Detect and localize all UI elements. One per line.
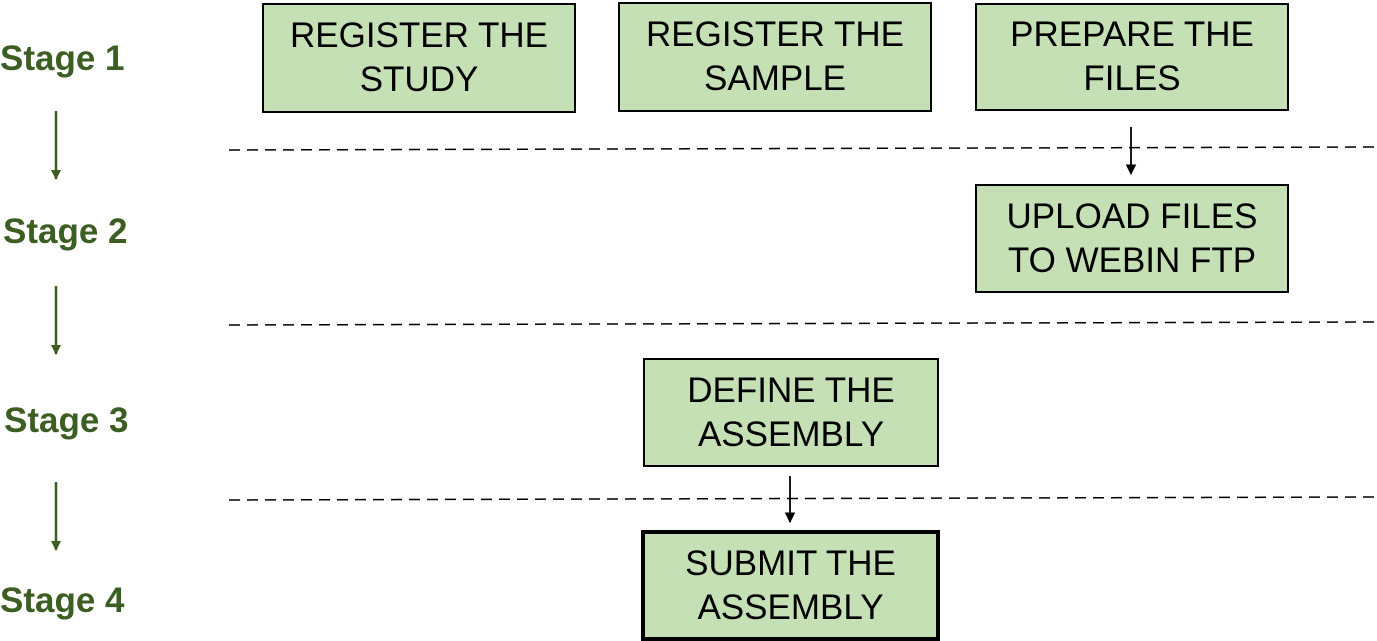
stage-label-1: Stage 1 [0,39,125,78]
step-prepare-files: PREPARE THE FILES [975,3,1289,111]
step-define-assembly-line-2: ASSEMBLY [697,414,885,454]
stage-label-3: Stage 3 [4,401,129,440]
stage-divider-2-3 [228,321,1377,326]
step-submit-assembly: SUBMIT THE ASSEMBLY [641,530,940,641]
step-register-study-line-1: REGISTER THE [289,16,548,55]
stage-divider-3-4 [228,496,1377,501]
step-prepare-files-line-1: PREPARE THE [1010,15,1254,54]
step-upload-files-line-1: UPLOAD FILES [1006,196,1258,236]
step-submit-assembly-line-1: SUBMIT THE [685,543,896,583]
step-register-sample-line-1: REGISTER THE [645,15,904,54]
step-register-study: REGISTER THE STUDY [262,3,576,113]
step-define-assembly-line-1: DEFINE THE [687,370,895,410]
step-submit-assembly-line-2: ASSEMBLY [697,587,884,627]
step-register-sample: REGISTER THE SAMPLE [618,2,932,112]
step-register-study-line-2: STUDY [359,60,479,99]
stage-divider-1-2 [228,146,1377,151]
step-upload-files: UPLOAD FILES TO WEBIN FTP [975,184,1289,293]
step-upload-files-line-2: TO WEBIN FTP [1007,240,1257,280]
stage-label-2: Stage 2 [3,212,128,251]
stage-label-4: Stage 4 [0,581,125,620]
step-define-assembly: DEFINE THE ASSEMBLY [643,358,939,467]
step-prepare-files-line-2: FILES [1083,59,1181,98]
step-register-sample-line-2: SAMPLE [704,59,846,98]
